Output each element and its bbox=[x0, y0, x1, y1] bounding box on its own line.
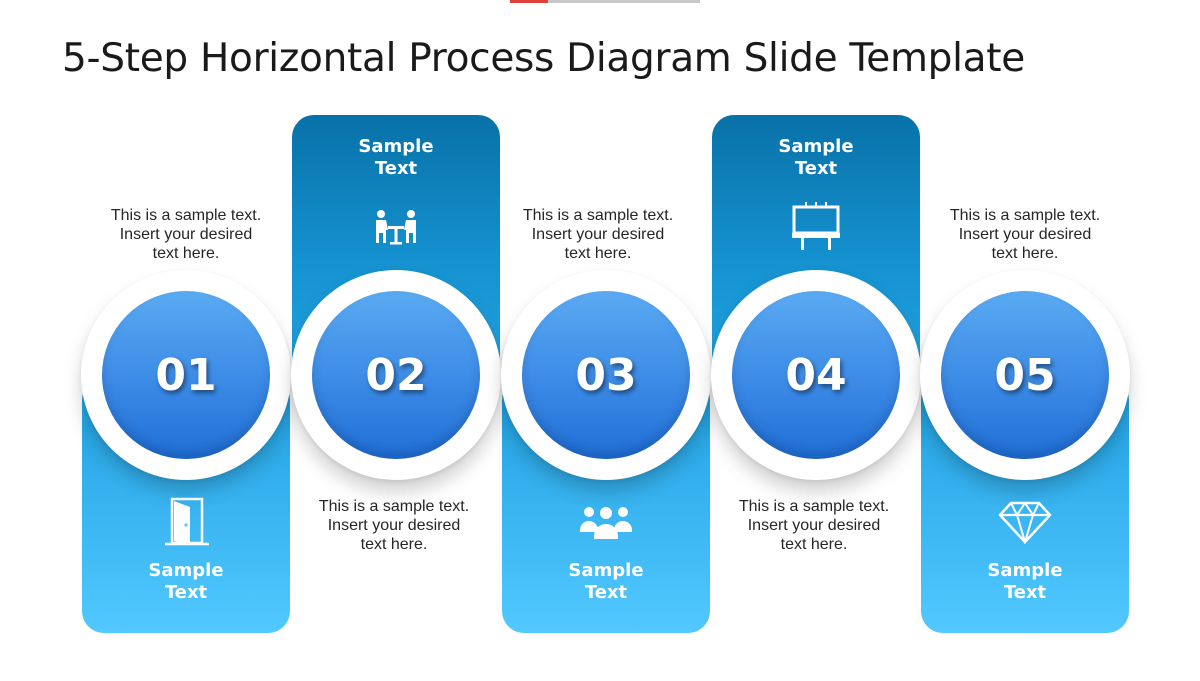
step-3-label: Sample Text bbox=[568, 560, 644, 603]
step-5-label: Sample Text bbox=[987, 560, 1063, 603]
step-4-label: Sample Text bbox=[778, 136, 854, 179]
door-icon bbox=[163, 496, 211, 548]
diamond-icon bbox=[997, 500, 1053, 544]
step-1-description: This is a sample text. Insert your desir… bbox=[110, 207, 262, 262]
step-2-label: Sample Text bbox=[358, 136, 434, 179]
step-1-number: 01 bbox=[155, 349, 217, 401]
step-2-description: This is a sample text. Insert your desir… bbox=[318, 498, 470, 553]
step-3-number-disc: 03 bbox=[522, 291, 690, 459]
top-accent-bar bbox=[510, 0, 700, 3]
step-1-number-disc: 01 bbox=[102, 291, 270, 459]
meeting-icon bbox=[372, 208, 420, 246]
step-4-description: This is a sample text. Insert your desir… bbox=[738, 498, 890, 553]
billboard-icon bbox=[790, 200, 842, 252]
team-icon bbox=[579, 504, 633, 540]
step-1-label: Sample Text bbox=[148, 560, 224, 603]
step-5-number-disc: 05 bbox=[941, 291, 1109, 459]
step-5-description: This is a sample text. Insert your desir… bbox=[949, 207, 1101, 262]
slide-title: 5-Step Horizontal Process Diagram Slide … bbox=[62, 36, 1025, 81]
step-4-number: 04 bbox=[785, 349, 847, 401]
step-5-number: 05 bbox=[994, 349, 1056, 401]
step-3-description: This is a sample text. Insert your desir… bbox=[522, 207, 674, 262]
step-2-number: 02 bbox=[365, 349, 427, 401]
step-2-number-disc: 02 bbox=[312, 291, 480, 459]
step-4-number-disc: 04 bbox=[732, 291, 900, 459]
step-3-number: 03 bbox=[575, 349, 637, 401]
